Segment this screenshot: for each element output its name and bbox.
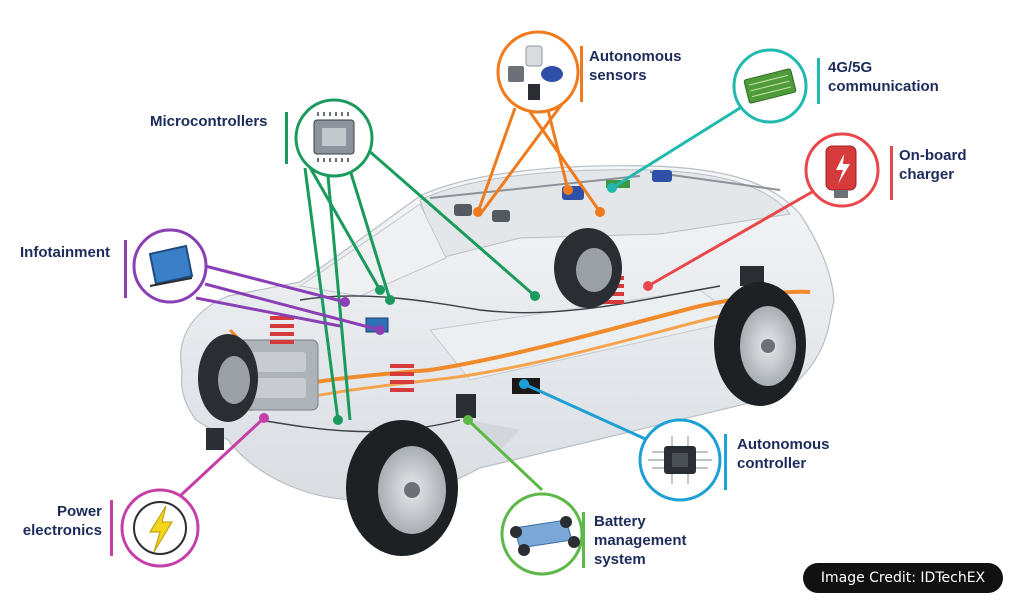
onboard-charger-bar xyxy=(890,146,893,200)
label-infotainment: Infotainment xyxy=(20,244,110,261)
label-power-electronics: Power electronics xyxy=(22,503,102,539)
autonomous-controller-bar xyxy=(724,434,727,490)
label-autonomous-controller: Autonomous controller xyxy=(737,436,830,472)
lightning-bolt-icon xyxy=(120,488,200,568)
callout-lines xyxy=(178,103,813,498)
label-4g-5g-communication: 4G/5G communication xyxy=(828,59,939,95)
wheel-front xyxy=(346,420,458,556)
image-credit-badge: Image Credit: IDTechEX xyxy=(803,563,1003,593)
label-microcontrollers: Microcontrollers xyxy=(150,113,268,130)
sensors-callout-lines xyxy=(476,103,602,213)
car-illustration xyxy=(180,165,835,556)
wheel-rear-right xyxy=(554,228,622,308)
connection-dots xyxy=(259,183,653,425)
label-onboard-charger: On-board charger xyxy=(899,147,967,183)
wheel-front-left xyxy=(198,334,258,422)
infotainment-bar xyxy=(124,240,127,298)
microcontrollers-callout-lines xyxy=(298,148,536,421)
label-autonomous-sensors: Autonomous sensors xyxy=(589,48,682,84)
wheel-rear xyxy=(714,282,806,406)
microcontrollers-bar xyxy=(285,112,288,164)
display-screen-icon xyxy=(132,228,208,304)
charger-icon xyxy=(804,132,880,208)
autonomous-sensors-bar xyxy=(580,46,583,102)
skateboard-chassis-icon xyxy=(500,492,584,576)
processor-chip-icon xyxy=(638,418,722,502)
sensor-cluster-icon xyxy=(496,30,580,114)
circuit-board-icon xyxy=(732,48,808,124)
battery-management-bar xyxy=(582,512,585,568)
label-battery-management-system: Battery management system xyxy=(594,513,687,568)
communication-bar xyxy=(817,58,820,104)
microchip-icon xyxy=(294,98,374,178)
power-electronics-bar xyxy=(110,500,113,556)
